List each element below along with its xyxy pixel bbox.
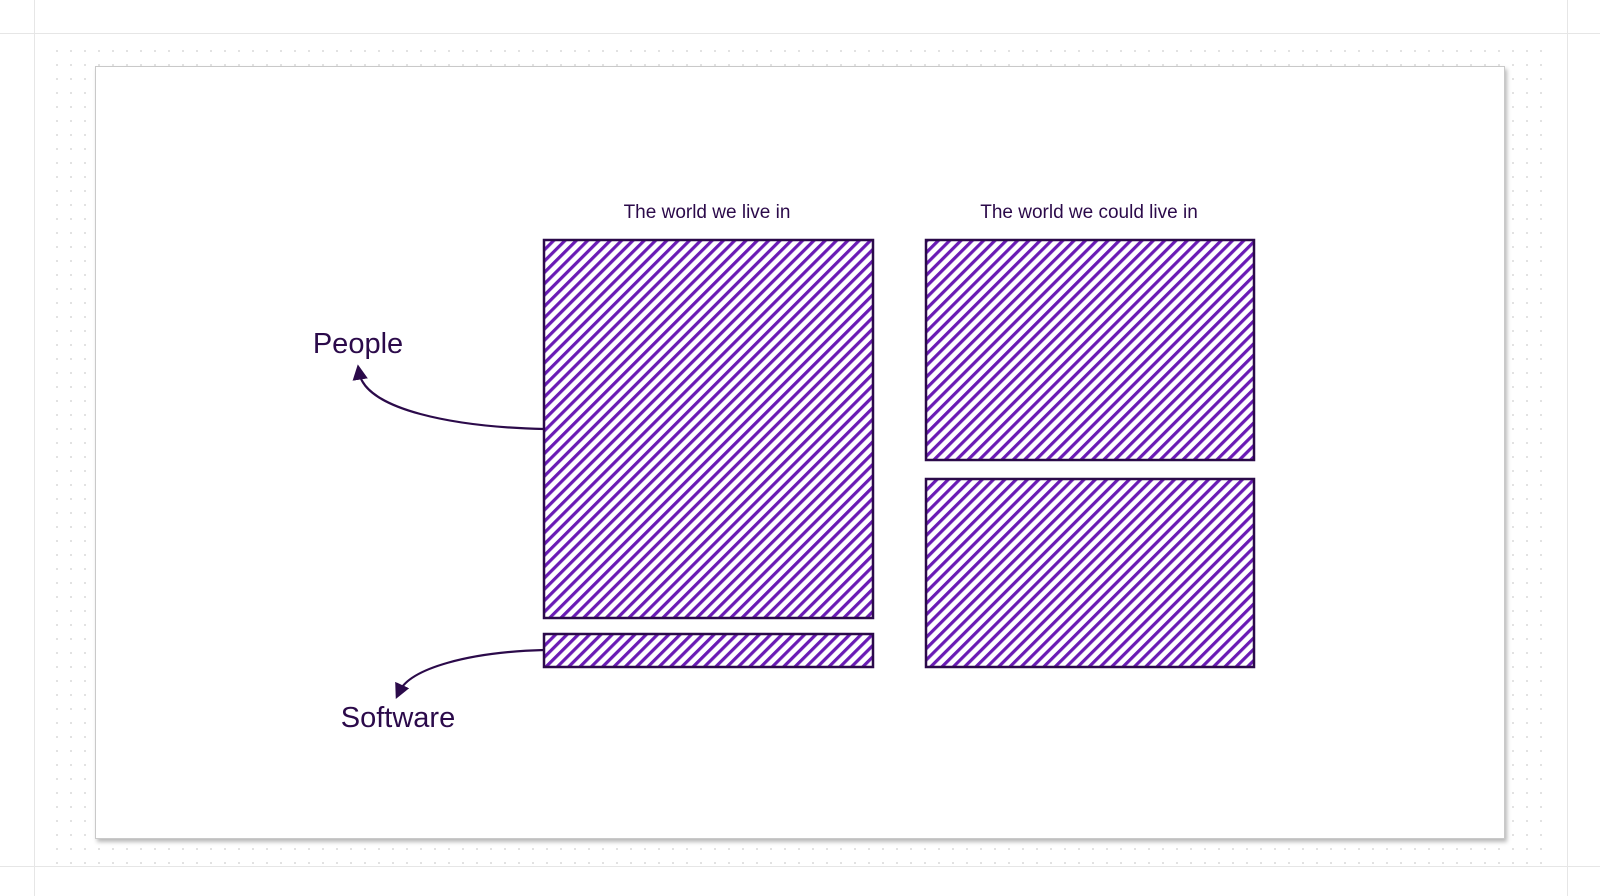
ruler-guide-right xyxy=(1567,0,1568,896)
left-panel-title: The world we live in xyxy=(624,202,791,223)
people-block-future[interactable] xyxy=(924,238,1256,462)
people-block-current[interactable] xyxy=(542,238,875,620)
software-block-current[interactable] xyxy=(542,632,875,669)
people-arrow xyxy=(352,364,545,431)
software-block-future[interactable] xyxy=(924,477,1256,669)
people-label: People xyxy=(313,328,403,360)
software-label: Software xyxy=(341,702,455,734)
ruler-guide-top xyxy=(0,33,1600,34)
software-arrow xyxy=(395,648,545,699)
ruler-guide-bottom xyxy=(0,866,1600,867)
ruler-guide-left xyxy=(34,0,35,896)
right-panel-title: The world we could live in xyxy=(980,202,1198,223)
